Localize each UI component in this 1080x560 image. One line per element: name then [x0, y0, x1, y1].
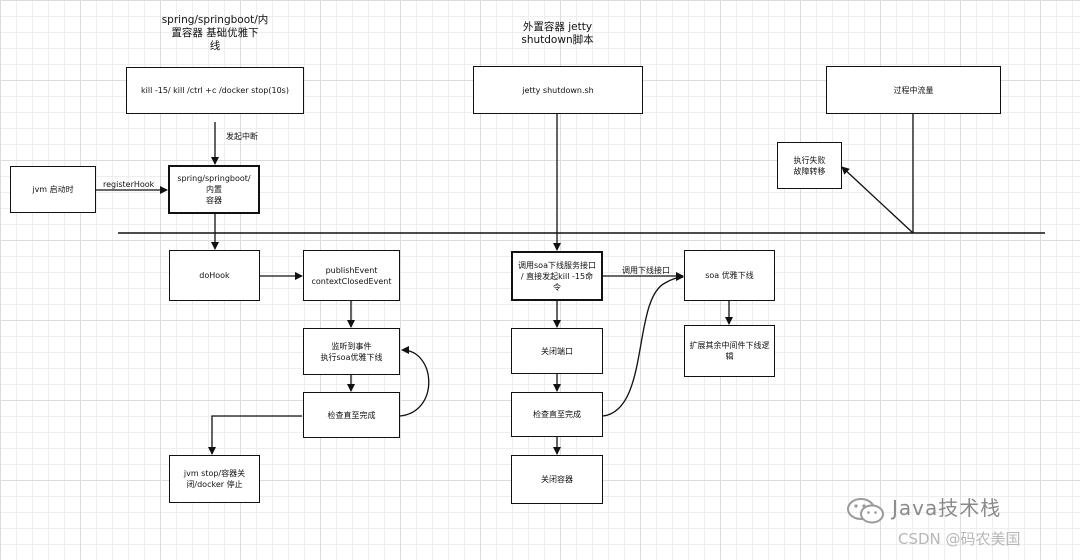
wechat-icon — [847, 498, 884, 524]
jetty-section-title: 外置容器 jetty shutdown脚本 — [521, 21, 594, 46]
check-done-mid-node: 检查直至完成 — [511, 392, 603, 437]
traffic-node: 过程中流量 — [826, 66, 1001, 114]
extend-middleware-node: 扩展其余中间件下线逻 辑 — [684, 325, 775, 377]
jvm-stop-node: jvm stop/容器关 闭/docker 停止 — [169, 455, 260, 503]
call-soa-node: 调用soa下线服务接口 / 直接发起kill -15命令 — [511, 251, 603, 301]
failover-node: 执行失败 故障转移 — [777, 142, 842, 189]
jvm-start-node: jvm 启动时 — [10, 166, 96, 213]
kill-command-node: kill -15/ kill /ctrl +c /docker stop(10s… — [126, 67, 304, 114]
listen-event-node: 监听到事件 执行soa优雅下线 — [303, 328, 400, 375]
jetty-shutdown-node: jetty shutdown.sh — [473, 66, 643, 114]
register-hook-label: registerHook — [103, 180, 155, 189]
spring-container-node: spring/springboot/内置 容器 — [168, 165, 260, 214]
close-container-node: 关闭容器 — [511, 455, 603, 504]
spring-section-title: spring/springboot/内 置容器 基础优雅下 线 — [161, 14, 269, 52]
close-port-node: 关闭端口 — [511, 328, 603, 374]
watermark-sub: CSDN @码农美国 — [898, 530, 1021, 548]
arrow-check-to-soa — [602, 273, 684, 417]
dohook-node: doHook — [169, 250, 260, 301]
check-done-left-node: 检查直至完成 — [303, 392, 400, 438]
call-offline-label: 调用下线接口 — [622, 266, 670, 275]
soa-graceful-node: soa 优雅下线 — [684, 250, 775, 301]
watermark-name: Java技术栈 — [892, 496, 1002, 520]
arrow-check-loop — [399, 346, 430, 417]
publish-event-node: publishEvent contextClosedEvent — [303, 250, 400, 301]
interrupt-label: 发起中断 — [226, 132, 258, 141]
arrow-to-failover — [841, 166, 914, 234]
arrow-check-to-jvm-stop — [208, 415, 302, 455]
